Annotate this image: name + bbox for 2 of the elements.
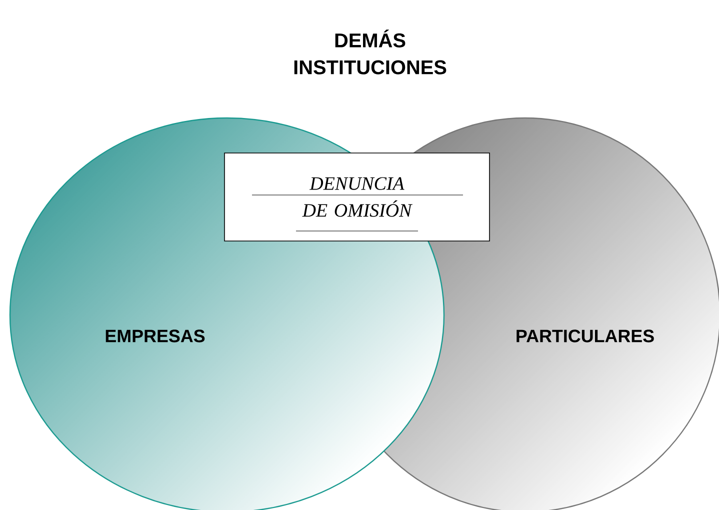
text-box: DENUNCIA DE OMISIÓN — [224, 152, 490, 242]
title: DEMÁS INSTITUCIONES — [294, 30, 446, 74]
